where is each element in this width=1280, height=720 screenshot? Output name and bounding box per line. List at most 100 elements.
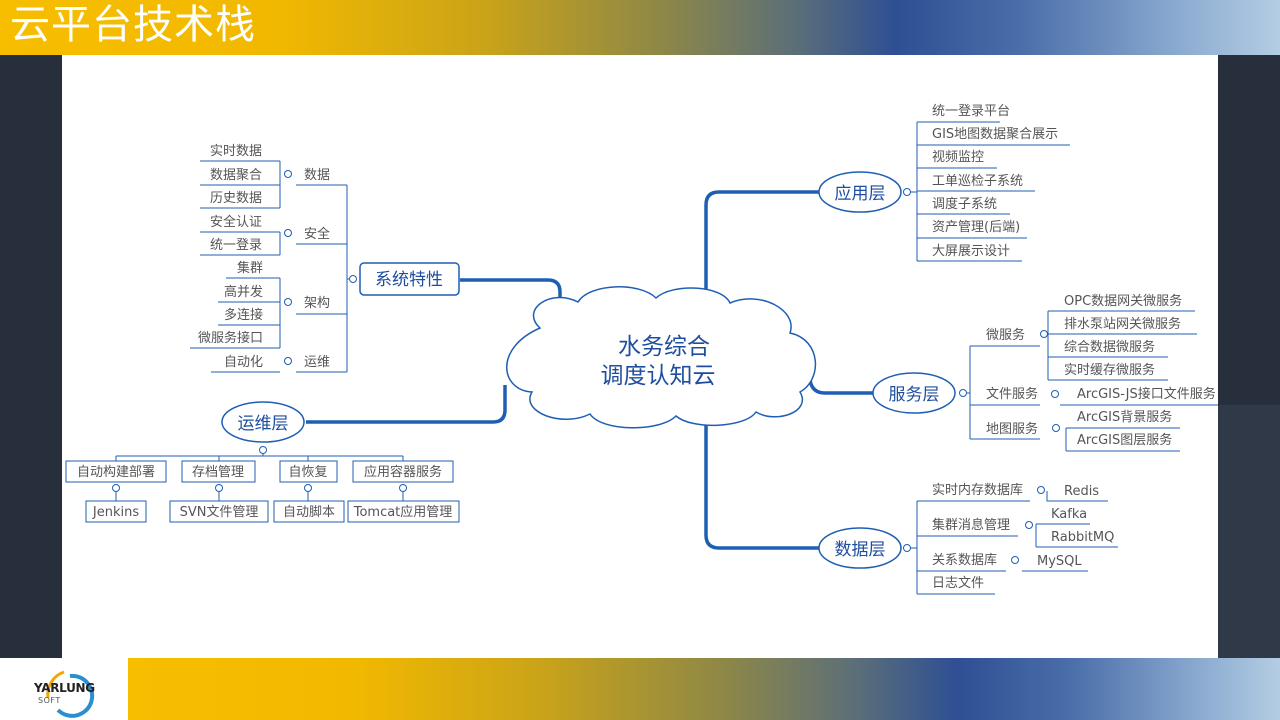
ops-group-label: 自恢复 xyxy=(288,465,327,480)
data-group-label: 关系数据库 xyxy=(932,552,997,568)
title-bar: 云平台技术栈 xyxy=(0,0,1280,55)
feature-item: 多连接 xyxy=(224,307,263,323)
micro-item: OPC数据网关微服务 xyxy=(1064,293,1182,309)
map-collapse-icon[interactable] xyxy=(1052,424,1060,432)
right-panel-accent xyxy=(1218,405,1280,658)
feature-item: 统一登录 xyxy=(210,238,262,253)
ops-group-collapse-icon[interactable] xyxy=(304,484,312,492)
company-logo xyxy=(0,658,128,720)
service-layer-node xyxy=(872,372,956,414)
feature-group-label: 数据 xyxy=(304,168,330,183)
service-layer-branches xyxy=(967,310,1218,452)
ops-group-boxes xyxy=(65,460,454,483)
mq-collapse-icon[interactable] xyxy=(1025,521,1033,529)
ops-item-label: Jenkins xyxy=(92,505,139,520)
file-service-label: 文件服务 xyxy=(986,386,1038,402)
file-item: ArcGIS-JS接口文件服务 xyxy=(1077,386,1216,402)
ops-group-collapse-icon[interactable] xyxy=(399,484,407,492)
ops-group-box xyxy=(65,460,167,483)
ops-group-box xyxy=(181,460,256,483)
feature-group-label: 架构 xyxy=(304,296,330,311)
data-layer-branches xyxy=(911,491,1118,595)
feature-item: 实时数据 xyxy=(210,144,262,159)
ops-item-box xyxy=(169,500,269,523)
feature-item: 集群 xyxy=(237,260,263,276)
app-item: 视频监控 xyxy=(932,150,984,165)
feature-group-collapse-icon[interactable] xyxy=(284,229,292,237)
system-features-node xyxy=(359,262,460,296)
logo-sub: SOFT xyxy=(38,696,61,705)
service-layer-collapse-icon[interactable] xyxy=(959,389,967,397)
page-title: 云平台技术栈 xyxy=(10,2,256,48)
file-collapse-icon[interactable] xyxy=(1051,390,1059,398)
feature-group-collapse-icon[interactable] xyxy=(284,170,292,178)
app-layer-branches xyxy=(911,121,1070,262)
app-layer-label: 应用层 xyxy=(835,184,886,204)
feature-group-label: 安全 xyxy=(304,226,330,242)
center-title-line2: 调度认知云 xyxy=(601,363,716,389)
ops-group-label: 存档管理 xyxy=(192,465,244,480)
data-item: Kafka xyxy=(1051,507,1087,522)
ops-group-label: 应用容器服务 xyxy=(364,464,442,480)
ops-item-boxes xyxy=(85,500,460,523)
data-group-label: 集群消息管理 xyxy=(932,517,1010,533)
feature-item: 历史数据 xyxy=(210,191,262,206)
ops-group-label: 自动构建部署 xyxy=(77,465,155,480)
micro-collapse-icon[interactable] xyxy=(1040,330,1048,338)
ops-layer-branches xyxy=(115,454,404,461)
ops-item-label: SVN文件管理 xyxy=(180,505,259,520)
data-item: MySQL xyxy=(1037,554,1082,569)
app-layer-collapse-icon[interactable] xyxy=(903,188,911,196)
ops-item-box xyxy=(273,500,345,523)
data-item: Redis xyxy=(1064,484,1099,499)
ops-item-label: Tomcat应用管理 xyxy=(353,504,453,520)
mysql-collapse-icon[interactable] xyxy=(1011,556,1019,564)
center-title-line1: 水务综合 xyxy=(618,334,710,360)
micro-item: 综合数据微服务 xyxy=(1064,339,1155,355)
ops-group-collapse-icon[interactable] xyxy=(112,484,120,492)
ops-item-box xyxy=(347,500,460,523)
ops-item-box xyxy=(85,500,147,523)
system-features-collapse-icon[interactable] xyxy=(349,275,357,283)
system-features-labels: 数据 安全 架构 运维 实时数据 数据聚合 历史数据 安全认证 统一登录 集群 … xyxy=(198,144,330,370)
trunk-connectors xyxy=(306,190,873,550)
ops-layer-collapse-icon[interactable] xyxy=(259,446,267,454)
map-item: ArcGIS图层服务 xyxy=(1077,432,1172,448)
micro-item: 实时缓存微服务 xyxy=(1064,362,1155,378)
feature-item: 微服务接口 xyxy=(198,330,263,346)
ops-group-box xyxy=(279,460,338,483)
feature-item: 数据聚合 xyxy=(210,168,262,183)
micro-item: 排水泵站网关微服务 xyxy=(1064,316,1181,332)
feature-group-collapse-icon[interactable] xyxy=(284,298,292,306)
map-service-label: 地图服务 xyxy=(986,421,1038,437)
ops-layer-node xyxy=(221,401,305,443)
app-item: 大屏展示设计 xyxy=(932,244,1010,259)
app-item: 统一登录平台 xyxy=(932,104,1010,119)
feature-item: 高并发 xyxy=(224,284,263,300)
center-cloud xyxy=(506,286,816,429)
ops-group-box xyxy=(352,460,454,483)
system-features-branches xyxy=(190,160,349,373)
data-group-label: 日志文件 xyxy=(932,576,984,591)
app-item: GIS地图数据聚合展示 xyxy=(932,127,1058,142)
app-item: 工单巡检子系统 xyxy=(932,174,1023,189)
map-item: ArcGIS背景服务 xyxy=(1077,409,1172,425)
data-item: RabbitMQ xyxy=(1051,530,1114,545)
ops-group-collapse-icon[interactable] xyxy=(215,484,223,492)
ops-item-label: 自动脚本 xyxy=(283,504,335,520)
app-item: 调度子系统 xyxy=(932,196,997,212)
redis-collapse-icon[interactable] xyxy=(1037,486,1045,494)
data-layer-collapse-icon[interactable] xyxy=(903,544,911,552)
feature-item: 自动化 xyxy=(224,355,263,370)
footer-gradient-bar xyxy=(128,658,1280,720)
system-features-label: 系统特性 xyxy=(375,270,443,290)
service-layer-label: 服务层 xyxy=(889,385,940,405)
data-group-label: 实时内存数据库 xyxy=(932,482,1023,498)
data-layer-labels: 实时内存数据库 集群消息管理 关系数据库 日志文件 Redis Kafka Ra… xyxy=(932,482,1114,591)
logo-name: YARLUNG xyxy=(34,681,95,695)
feature-group-collapse-icon[interactable] xyxy=(284,357,292,365)
app-layer-node xyxy=(818,171,902,213)
feature-group-label: 运维 xyxy=(304,355,330,370)
ops-layer-label: 运维层 xyxy=(238,414,289,434)
